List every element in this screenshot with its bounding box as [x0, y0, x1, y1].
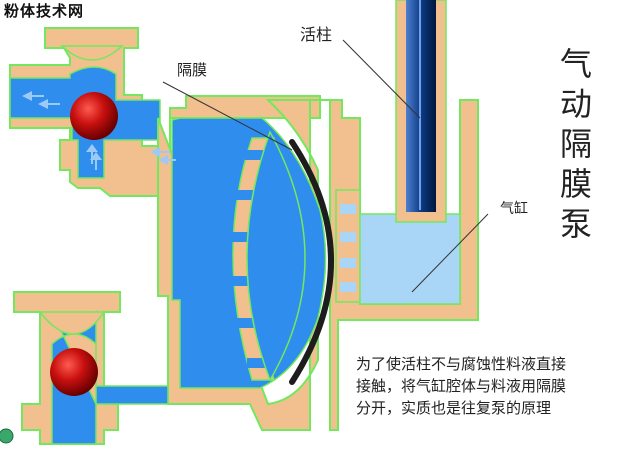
note-line: 分开，实质也是往复泵的原理	[356, 399, 552, 417]
label-cylinder: 气缸	[500, 201, 528, 217]
title-char: 泵	[560, 205, 593, 243]
note-line: 接触，将气缸腔体与料液用隔膜	[356, 377, 567, 395]
air-cylinder	[359, 0, 461, 305]
lower-check-ball	[50, 348, 98, 396]
diagram-title: 气 动 隔 膜 泵	[560, 44, 600, 244]
title-char: 动	[560, 85, 593, 123]
upper-check-ball	[70, 92, 118, 140]
title-char: 气	[560, 45, 593, 83]
diaphragm-membrane	[289, 139, 334, 385]
label-diaphragm: 隔膜	[177, 61, 208, 79]
title-char: 隔	[560, 125, 593, 163]
title-char: 膜	[560, 165, 593, 203]
pump-body-casing	[157, 99, 479, 431]
flow-arrows	[22, 91, 176, 170]
leader-lines	[162, 39, 489, 293]
gauge-icon	[0, 428, 14, 444]
note-line: 为了使活柱不与腐蚀性料液直接	[356, 355, 567, 373]
cylinder-side-grill	[335, 189, 361, 303]
site-watermark: 粉体技术网	[1, 0, 88, 21]
explanation-note: 为了使活柱不与腐蚀性料液直接 接触，将气缸腔体与料液用隔膜 分开，实质也是往复泵…	[356, 353, 566, 419]
label-piston: 活柱	[300, 25, 333, 44]
